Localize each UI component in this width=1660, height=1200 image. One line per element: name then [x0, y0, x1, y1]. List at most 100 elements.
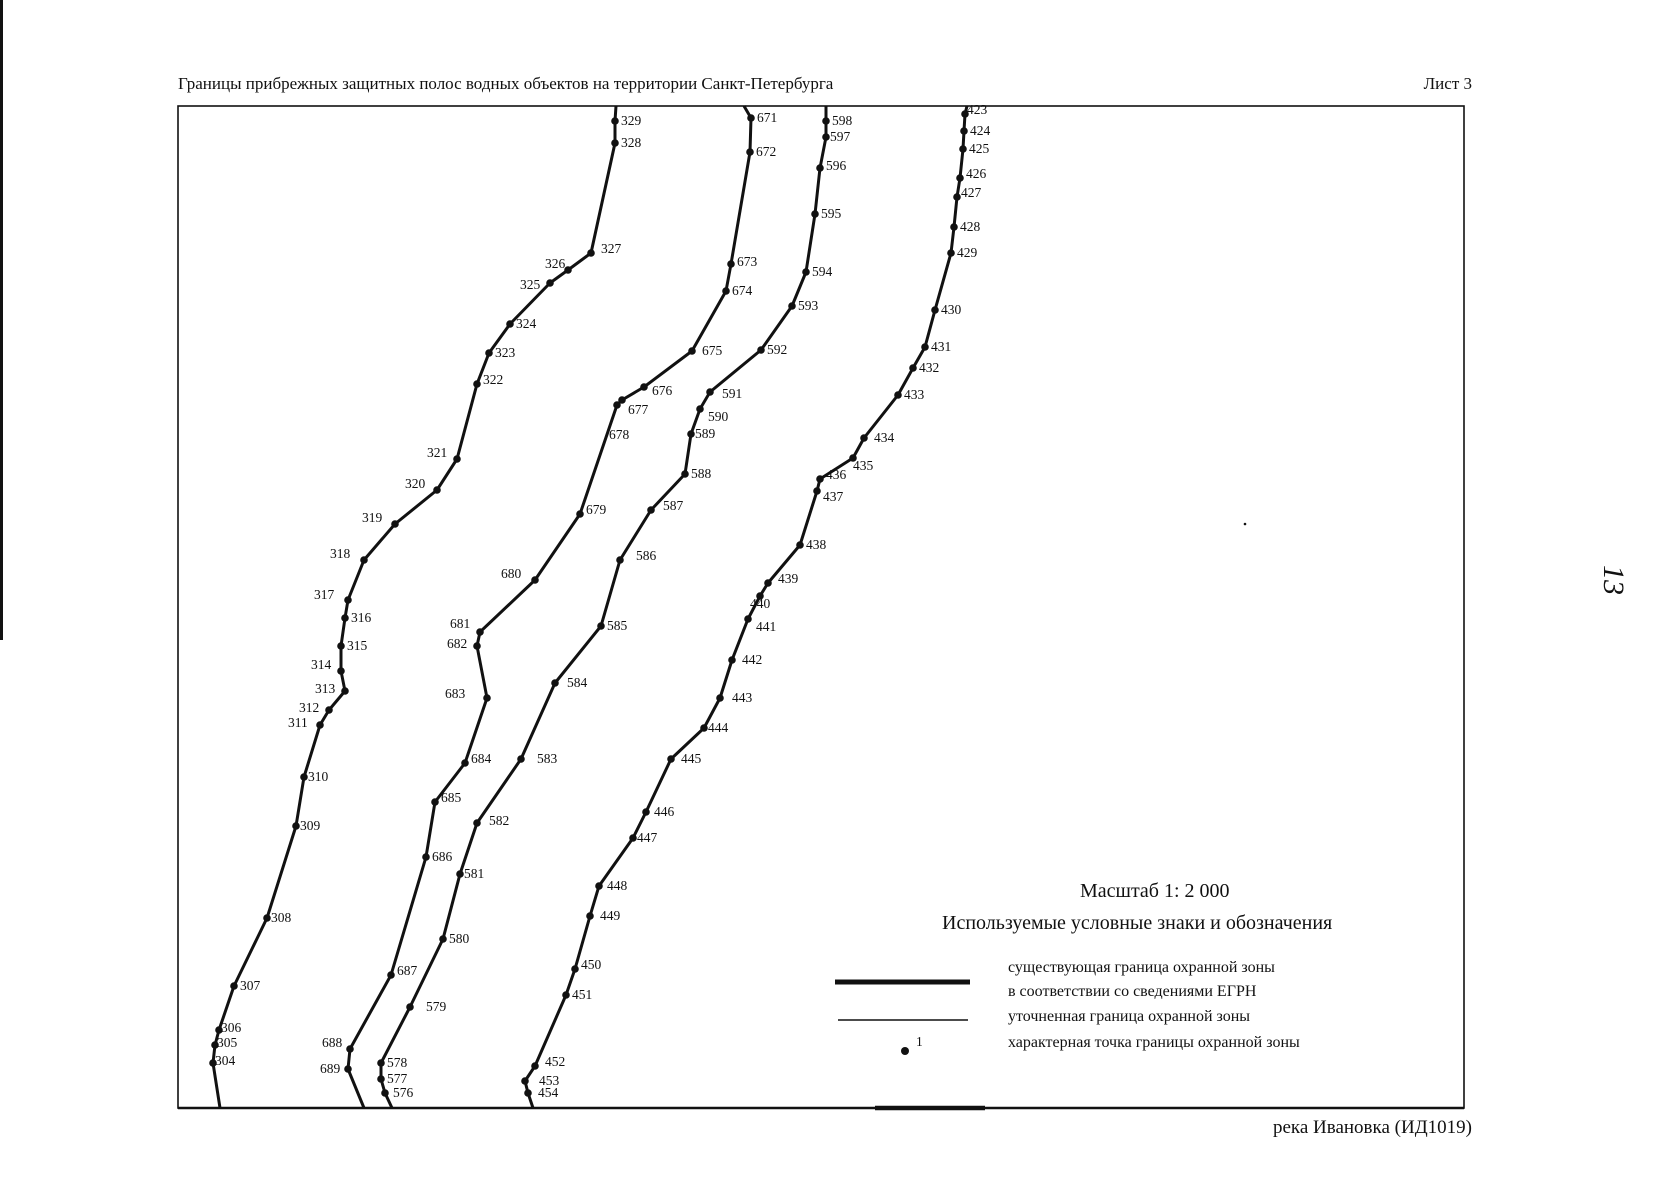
boundary-point-432	[909, 364, 917, 372]
point-label-687: 687	[397, 963, 418, 978]
boundary-point-598	[822, 117, 830, 125]
point-label-307: 307	[240, 978, 261, 993]
point-label-683: 683	[445, 686, 466, 701]
boundary-point-583	[517, 755, 525, 763]
point-label-454: 454	[538, 1085, 559, 1100]
point-label-440: 440	[750, 596, 771, 611]
point-label-318: 318	[330, 546, 351, 561]
point-label-453: 453	[539, 1073, 560, 1088]
boundary-point-310	[300, 773, 308, 781]
point-label-427: 427	[961, 185, 982, 200]
boundary-point-595	[811, 210, 819, 218]
boundary-point-306	[215, 1026, 223, 1034]
boundary-point-588	[681, 470, 689, 478]
point-label-593: 593	[798, 298, 819, 313]
boundary-point-451	[562, 991, 570, 999]
boundary-point-316	[341, 614, 349, 622]
boundary-point-597	[822, 133, 830, 141]
boundary-point-434	[860, 434, 868, 442]
point-label-591: 591	[722, 386, 742, 401]
boundary-point-584	[551, 679, 559, 687]
sheet-number: Лист 3	[1423, 74, 1472, 93]
boundary-point-314	[337, 667, 345, 675]
boundary-point-452	[531, 1062, 539, 1070]
point-label-680: 680	[501, 566, 522, 581]
point-label-435: 435	[853, 458, 874, 473]
boundary-point-304	[209, 1059, 217, 1067]
boundary-point-424	[960, 127, 968, 135]
boundary-point-679	[576, 510, 584, 518]
point-label-689: 689	[320, 1061, 341, 1076]
point-label-314: 314	[311, 657, 332, 672]
point-label-592: 592	[767, 342, 787, 357]
boundary-point-590	[696, 405, 704, 413]
point-label-678: 678	[609, 427, 630, 442]
point-label-304: 304	[215, 1053, 236, 1068]
point-label-441: 441	[756, 619, 776, 634]
boundary-point-592	[757, 346, 765, 354]
point-label-450: 450	[581, 957, 602, 972]
boundary-point-582	[473, 819, 481, 827]
boundary-point-428	[950, 223, 958, 231]
boundary-point-688	[346, 1045, 354, 1053]
boundary-point-435	[849, 454, 857, 462]
boundary-point-324	[506, 320, 514, 328]
point-label-436: 436	[826, 467, 847, 482]
point-label-677: 677	[628, 402, 649, 417]
point-label-430: 430	[941, 302, 962, 317]
boundary-line-304-329	[211, 105, 618, 1109]
boundary-point-454	[524, 1089, 532, 1097]
boundary-point-431	[921, 343, 929, 351]
point-label-313: 313	[315, 681, 336, 696]
point-label-442: 442	[742, 652, 762, 667]
boundary-point-322	[473, 380, 481, 388]
point-label-673: 673	[737, 254, 758, 269]
boundary-point-433	[894, 391, 902, 399]
boundary-point-449	[586, 912, 594, 920]
point-label-317: 317	[314, 587, 335, 602]
point-label-306: 306	[221, 1020, 242, 1035]
legend-title: Используемые условные знаки и обозначени…	[942, 912, 1333, 934]
point-label-674: 674	[732, 283, 753, 298]
boundary-point-445	[667, 755, 675, 763]
point-label-676: 676	[652, 383, 673, 398]
point-label-320: 320	[405, 476, 426, 491]
point-label-579: 579	[426, 999, 447, 1014]
boundary-point-425	[959, 145, 967, 153]
point-label-429: 429	[957, 245, 978, 260]
point-label-598: 598	[832, 113, 853, 128]
boundary-point-313	[341, 687, 349, 695]
point-label-310: 310	[308, 769, 329, 784]
scan-edge-mark	[0, 0, 3, 640]
point-label-597: 597	[830, 129, 851, 144]
boundary-point-311	[316, 721, 324, 729]
boundary-point-675	[688, 347, 696, 355]
point-label-311: 311	[288, 715, 308, 730]
point-label-443: 443	[732, 690, 753, 705]
boundary-point-585	[597, 622, 605, 630]
boundary-point-440	[756, 592, 764, 600]
boundary-point-677	[618, 396, 626, 404]
point-label-445: 445	[681, 751, 702, 766]
point-label-323: 323	[495, 345, 516, 360]
point-label-580: 580	[449, 931, 470, 946]
boundary-point-684	[461, 759, 469, 767]
point-label-446: 446	[654, 804, 675, 819]
boundary-point-673	[727, 260, 735, 268]
point-label-451: 451	[572, 987, 592, 1002]
point-label-671: 671	[757, 110, 777, 125]
boundary-point-446	[642, 808, 650, 816]
boundary-point-317	[344, 596, 352, 604]
point-label-672: 672	[756, 144, 776, 159]
legend-point-sample-label: 1	[916, 1034, 923, 1049]
boundary-point-326	[564, 266, 572, 274]
point-label-686: 686	[432, 849, 453, 864]
boundary-point-312	[325, 706, 333, 714]
boundary-point-441	[744, 615, 752, 623]
boundary-point-686	[422, 853, 430, 861]
boundary-point-681	[476, 628, 484, 636]
point-label-426: 426	[966, 166, 987, 181]
point-label-319: 319	[362, 510, 383, 525]
legend-thin-line-text: уточненная граница охранной зоны	[1008, 1008, 1251, 1025]
boundary-point-323	[485, 349, 493, 357]
